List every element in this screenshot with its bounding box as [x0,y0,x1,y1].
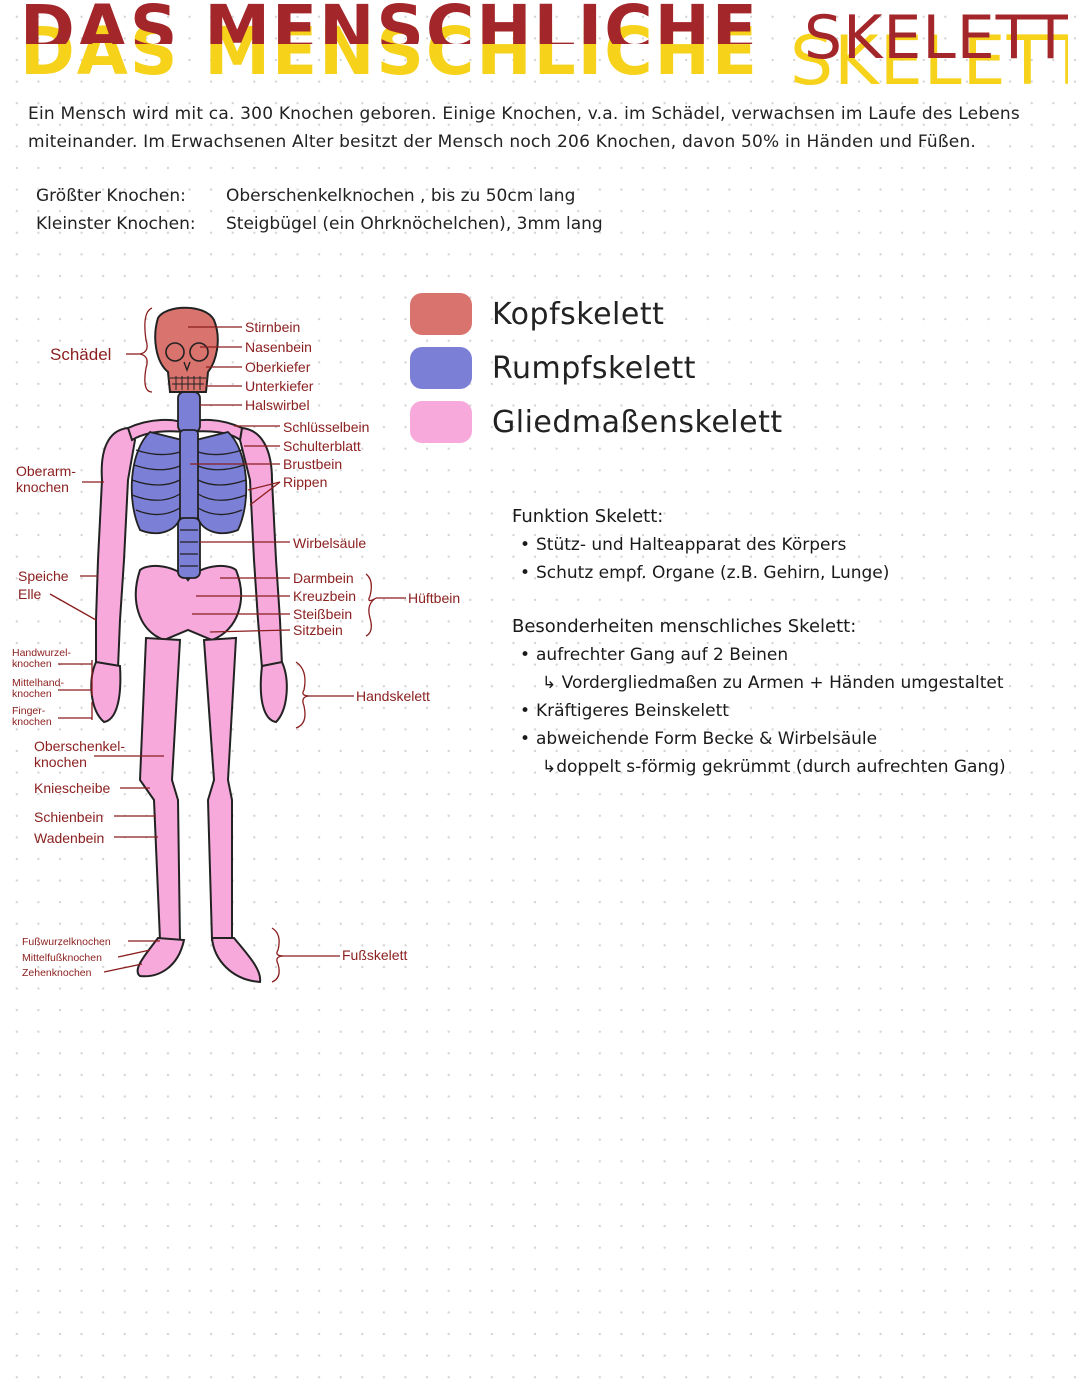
list-item-text: Schutz empf. Organe (z.B. Gehirn, Lunge) [536,563,890,583]
legend-kopfskelett: Kopfskelett [410,292,664,336]
fact-value: Oberschenkelknochen , bis zu 50cm lang [226,186,576,206]
label-halswirbel: Halswirbel [245,397,310,413]
label-steissbein: Steißbein [293,606,352,622]
label-schluesselbein: Schlüsselbein [283,419,369,435]
fact-smallest: Kleinster Knochen: Steigbügel (ein Ohrknö… [36,214,603,234]
list-item: •Kräftigeres Beinskelett [520,701,729,721]
label-mittelhand-1: Mittelhand- [12,677,64,689]
intro-line-2: miteinander. Im Erwachsenen Alter besitz… [28,132,977,152]
legend-gliedmassenskelett: Gliedmaßenskelett [410,400,783,444]
label-kniescheibe: Kniescheibe [34,780,110,796]
label-fussskelett: Fußskelett [342,947,407,963]
list-item: •Schutz empf. Organe (z.B. Gehirn, Lunge… [520,563,890,583]
label-brustbein: Brustbein [283,456,342,472]
label-rippen: Rippen [283,474,327,490]
legend-swatch-rumpf [410,347,472,389]
label-wirbelsaeule: Wirbelsäule [293,535,366,551]
title-main: DAS MENSCHLICHE [20,0,759,68]
label-oberarm-2: knochen [16,479,69,495]
label-stirnbein: Stirnbein [245,319,300,335]
label-mittelhand-2: knochen [12,688,52,700]
list-item: •Stütz- und Halteapparat des Körpers [520,535,847,555]
funktion-heading: Funktion Skelett: [512,506,664,527]
kopf-skelett [154,306,219,393]
title-accent-shadow: SKELETT [790,22,1068,90]
list-subitem: ↳ Vordergliedmaßen zu Armen + Händen umg… [542,673,1004,693]
list-item-text: Stütz- und Halteapparat des Körpers [536,535,847,555]
label-hueftbein: Hüftbein [408,590,460,606]
list-subitem: ↳doppelt s-förmig gekrümmt (durch aufrec… [542,757,1006,777]
label-nasenbein: Nasenbein [245,339,312,355]
label-finger-1: Finger- [12,705,46,717]
label-schaedel: Schädel [50,345,111,364]
label-handwurzel-2: knochen [12,658,52,670]
label-oberschenkel-1: Oberschenkel- [34,738,125,754]
fact-key: Kleinster Knochen: [36,214,196,234]
label-oberkiefer: Oberkiefer [245,359,311,375]
label-zehen: Zehenknochen [22,967,92,979]
list-item: •abweichende Form Becke & Wirbelsäule [520,729,878,749]
label-elle: Elle [18,586,42,602]
legend-label: Rumpfskelett [492,350,697,386]
title-main-shadow: DAS MENSCHLICHE [20,13,759,90]
legend-rumpfskelett: Rumpfskelett [410,346,696,390]
label-handskelett: Handskelett [356,688,430,704]
label-oberarm-1: Oberarm- [16,463,76,479]
label-darmbein: Darmbein [293,570,354,586]
label-finger-2: knochen [12,716,52,728]
besonderheiten-heading: Besonderheiten menschliches Skelett: [512,616,857,637]
list-item: •aufrechter Gang auf 2 Beinen [520,645,789,665]
label-handwurzel-1: Handwurzel- [12,647,71,659]
list-item-text: abweichende Form Becke & Wirbelsäule [536,729,878,749]
intro-line-1: Ein Mensch wird mit ca. 300 Knochen gebo… [28,104,1020,124]
legend-swatch-kopf [410,293,472,335]
list-item-text: Kräftigeres Beinskelett [536,701,729,721]
page-title: DAS MENSCHLICHE DAS MENSCHLICHE SKELETT … [18,0,1080,101]
skeleton-diagram: Schädel Stirnbein Nasenbein Oberkiefer U… [12,306,460,984]
legend-swatch-gliedmassen [410,401,472,443]
legend-label: Gliedmaßenskelett [492,404,783,440]
label-sitzbein: Sitzbein [293,622,343,638]
label-oberschenkel-2: knochen [34,754,87,770]
funktion-section: Funktion Skelett: •Stütz- und Halteappar… [512,506,889,587]
fact-value: Steigbügel (ein Ohrknöchelchen), 3mm lan… [226,214,603,234]
label-unterkiefer: Unterkiefer [245,378,314,394]
label-fusswurzel: Fußwurzelknochen [22,936,111,948]
leader-lines [49,307,406,983]
fact-largest: Größter Knochen: Oberschenkelknochen , bi… [36,186,575,206]
label-schienbein: Schienbein [34,809,103,825]
fact-key: Größter Knochen: [36,186,186,206]
list-item-text: aufrechter Gang auf 2 Beinen [536,645,789,665]
legend-label: Kopfskelett [492,296,665,332]
besonderheiten-section: Besonderheiten menschliches Skelett: •au… [512,616,1006,781]
label-speiche: Speiche [18,568,69,584]
rumpf-skelett [130,391,248,579]
title-accent: SKELETT [804,3,1068,73]
label-kreuzbein: Kreuzbein [293,588,356,604]
label-mittelfuss: Mittelfußknochen [22,952,102,964]
label-wadenbein: Wadenbein [34,830,104,846]
label-schulterblatt: Schulterblatt [283,438,361,454]
